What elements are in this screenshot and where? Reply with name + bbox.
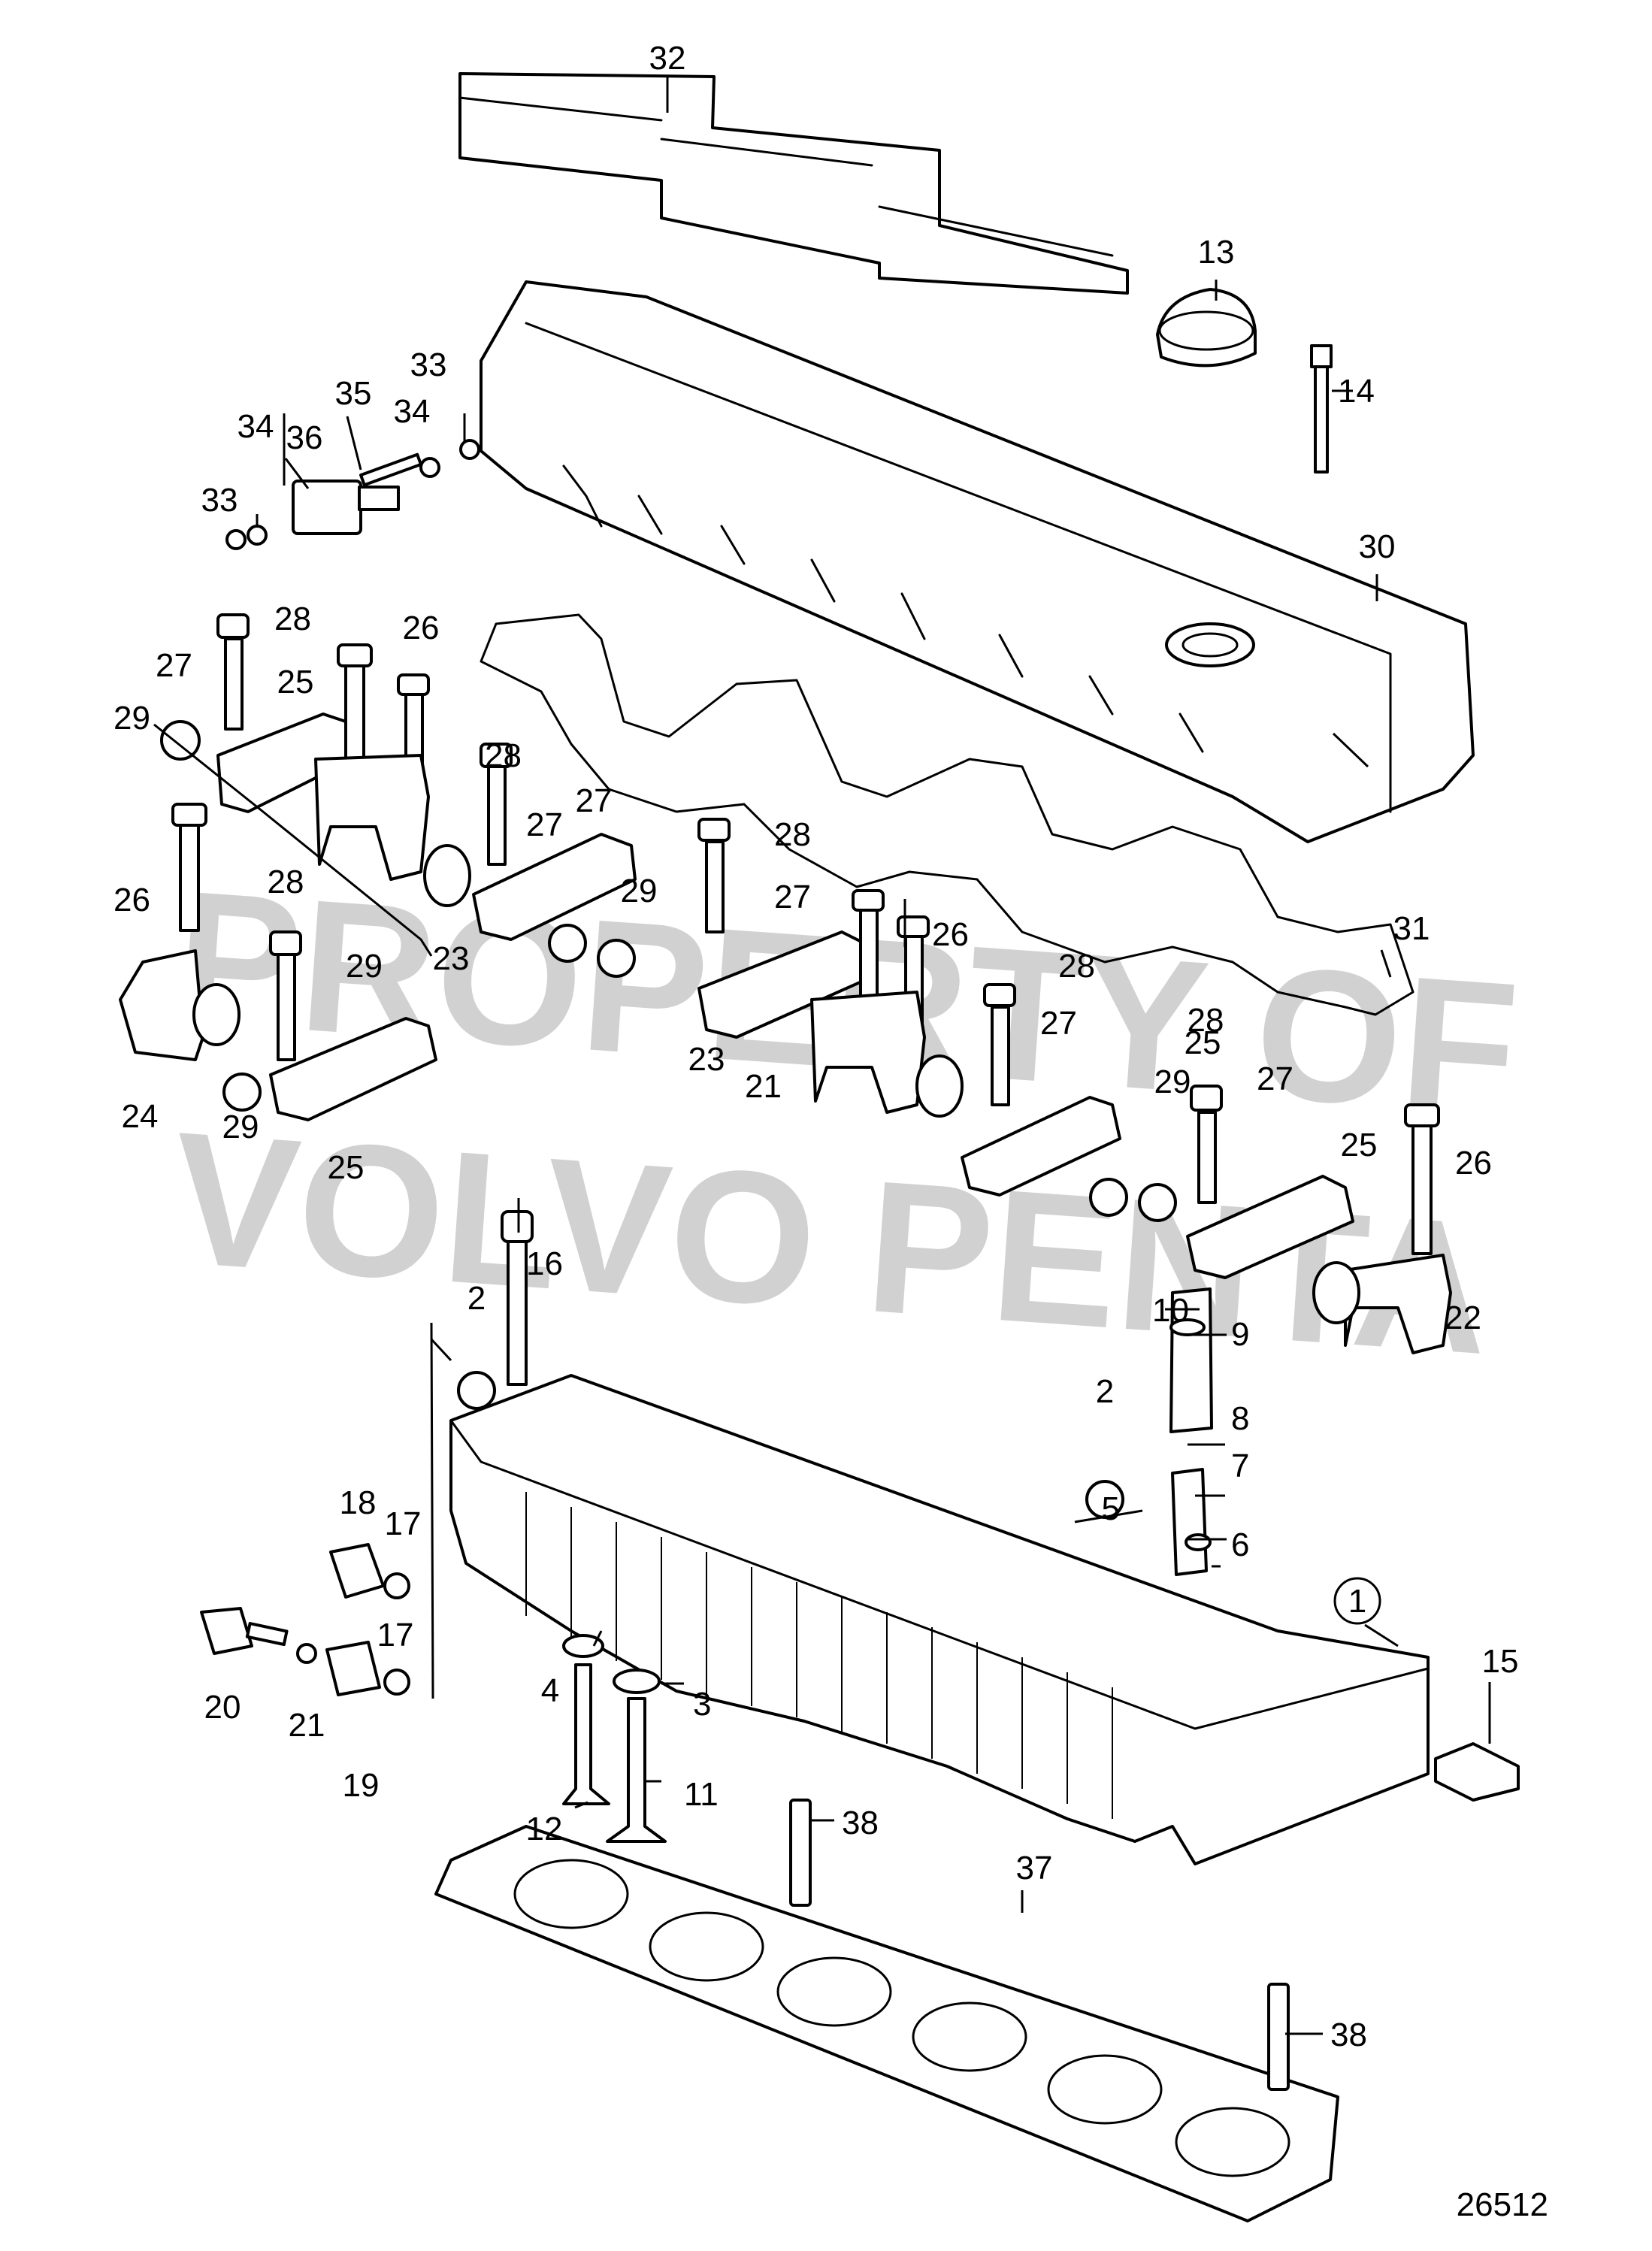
part-13-oil-filler-cap — [1156, 288, 1257, 368]
callout-label-c8: 8 — [1231, 1400, 1249, 1437]
callout-label-c7: 7 — [1231, 1448, 1249, 1484]
callout-label-c25c: 25 — [328, 1149, 365, 1186]
callout-label-c5: 5 — [1102, 1490, 1120, 1527]
callout-label-c17a: 17 — [385, 1505, 422, 1542]
part-31-valve-cover-gasket — [480, 613, 1414, 1016]
callout-label-c14: 14 — [1338, 373, 1375, 410]
callout-label-c36: 36 — [286, 419, 323, 456]
callout-label-c34b: 34 — [238, 408, 274, 445]
callout-label-c29c: 29 — [346, 948, 383, 985]
callout-label-c28f: 28 — [1188, 1002, 1224, 1039]
callout-label-c28c: 28 — [774, 816, 811, 853]
callout-label-c6: 6 — [1231, 1526, 1249, 1563]
callout-label-c35: 35 — [335, 375, 372, 412]
callout-label-c28a: 28 — [274, 601, 311, 637]
callout-label-c16: 16 — [526, 1245, 563, 1282]
part-1-cylinder-head — [449, 1210, 1430, 1865]
callout-1-circle — [1333, 1577, 1381, 1625]
rocker-arm-assemblies — [160, 613, 1354, 1279]
callout-label-c26d: 26 — [1455, 1145, 1492, 1181]
callout-label-c27d: 27 — [774, 879, 811, 915]
callout-label-c27b: 27 — [526, 806, 563, 843]
part-38-dowels — [789, 1799, 1290, 2091]
callout-label-c1: 1 — [1348, 1583, 1366, 1620]
callout-label-c24: 24 — [122, 1098, 159, 1135]
callout-label-c21b: 21 — [289, 1707, 325, 1744]
rocker-shaft-brackets-and-bolts — [119, 643, 1452, 1354]
callout-label-c11: 11 — [684, 1776, 719, 1813]
callout-label-c27c: 27 — [576, 782, 613, 819]
callout-label-c15: 15 — [1482, 1643, 1519, 1680]
callout-label-c3: 3 — [693, 1686, 711, 1723]
callout-label-c27a: 27 — [156, 647, 192, 684]
callout-label-c33b: 33 — [201, 482, 238, 519]
callout-label-c29d: 29 — [222, 1109, 259, 1145]
callout-label-c29e: 29 — [1154, 1063, 1191, 1100]
callout-label-c13: 13 — [1198, 234, 1235, 271]
callout-label-c29b: 29 — [621, 873, 658, 909]
callout-label-c33a: 33 — [410, 346, 447, 383]
part-37-head-gasket — [434, 1825, 1339, 2222]
part-14-bolt — [1310, 344, 1333, 473]
callout-label-c29a: 29 — [113, 700, 150, 737]
callout-label-c9: 9 — [1231, 1316, 1249, 1353]
callout-label-c28d: 28 — [268, 864, 304, 900]
callout-label-c23b: 23 — [688, 1041, 725, 1078]
callout-label-c32: 32 — [649, 40, 686, 77]
callout-label-c30: 30 — [1359, 528, 1396, 565]
valves-and-seals — [457, 1371, 1124, 1843]
callout-label-c25d: 25 — [1341, 1127, 1378, 1163]
part-15-clip — [1434, 1742, 1520, 1802]
callout-label-c20: 20 — [204, 1689, 241, 1726]
callout-label-c28b: 28 — [485, 737, 522, 774]
callout-label-c38b: 38 — [1330, 2017, 1367, 2053]
callout-label-c31: 31 — [1393, 910, 1430, 947]
callout-label-c26b: 26 — [113, 882, 150, 918]
callout-label-c2a: 2 — [467, 1280, 486, 1317]
callout-label-c27e: 27 — [1040, 1005, 1077, 1042]
callout-label-c38a: 38 — [842, 1805, 879, 1841]
leader-lines — [153, 75, 1491, 2035]
callout-label-c18: 18 — [340, 1484, 377, 1521]
callout-label-c10: 10 — [1152, 1292, 1189, 1329]
parts-33-36-sensor-bracket — [225, 439, 480, 550]
callout-label-c17b: 17 — [377, 1617, 414, 1653]
callout-label-c28e: 28 — [1058, 948, 1095, 985]
callout-label-c4: 4 — [541, 1672, 559, 1709]
callout-label-c25b: 25 — [1185, 1024, 1221, 1061]
parts-17-21-sensors — [200, 1543, 410, 1696]
callout-label-c27f: 27 — [1257, 1060, 1293, 1097]
callout-label-c22: 22 — [1445, 1299, 1481, 1336]
part-32-cover-plate — [458, 72, 1129, 295]
part-30-valve-cover — [480, 280, 1475, 843]
callout-label-c26c: 26 — [932, 916, 969, 953]
callout-label-c12: 12 — [526, 1811, 563, 1847]
callout-label-c21a: 21 — [745, 1068, 782, 1105]
callout-label-c23a: 23 — [433, 940, 470, 977]
callout-label-c34a: 34 — [394, 393, 431, 430]
callout-label-c37: 37 — [1016, 1850, 1053, 1886]
callout-label-c2b: 2 — [1096, 1373, 1114, 1410]
callout-label-c19: 19 — [343, 1767, 380, 1804]
callout-label-c25a: 25 — [277, 664, 314, 700]
callout-label-c26a: 26 — [403, 610, 440, 646]
drawing-number: 26512 — [1457, 2186, 1548, 2223]
